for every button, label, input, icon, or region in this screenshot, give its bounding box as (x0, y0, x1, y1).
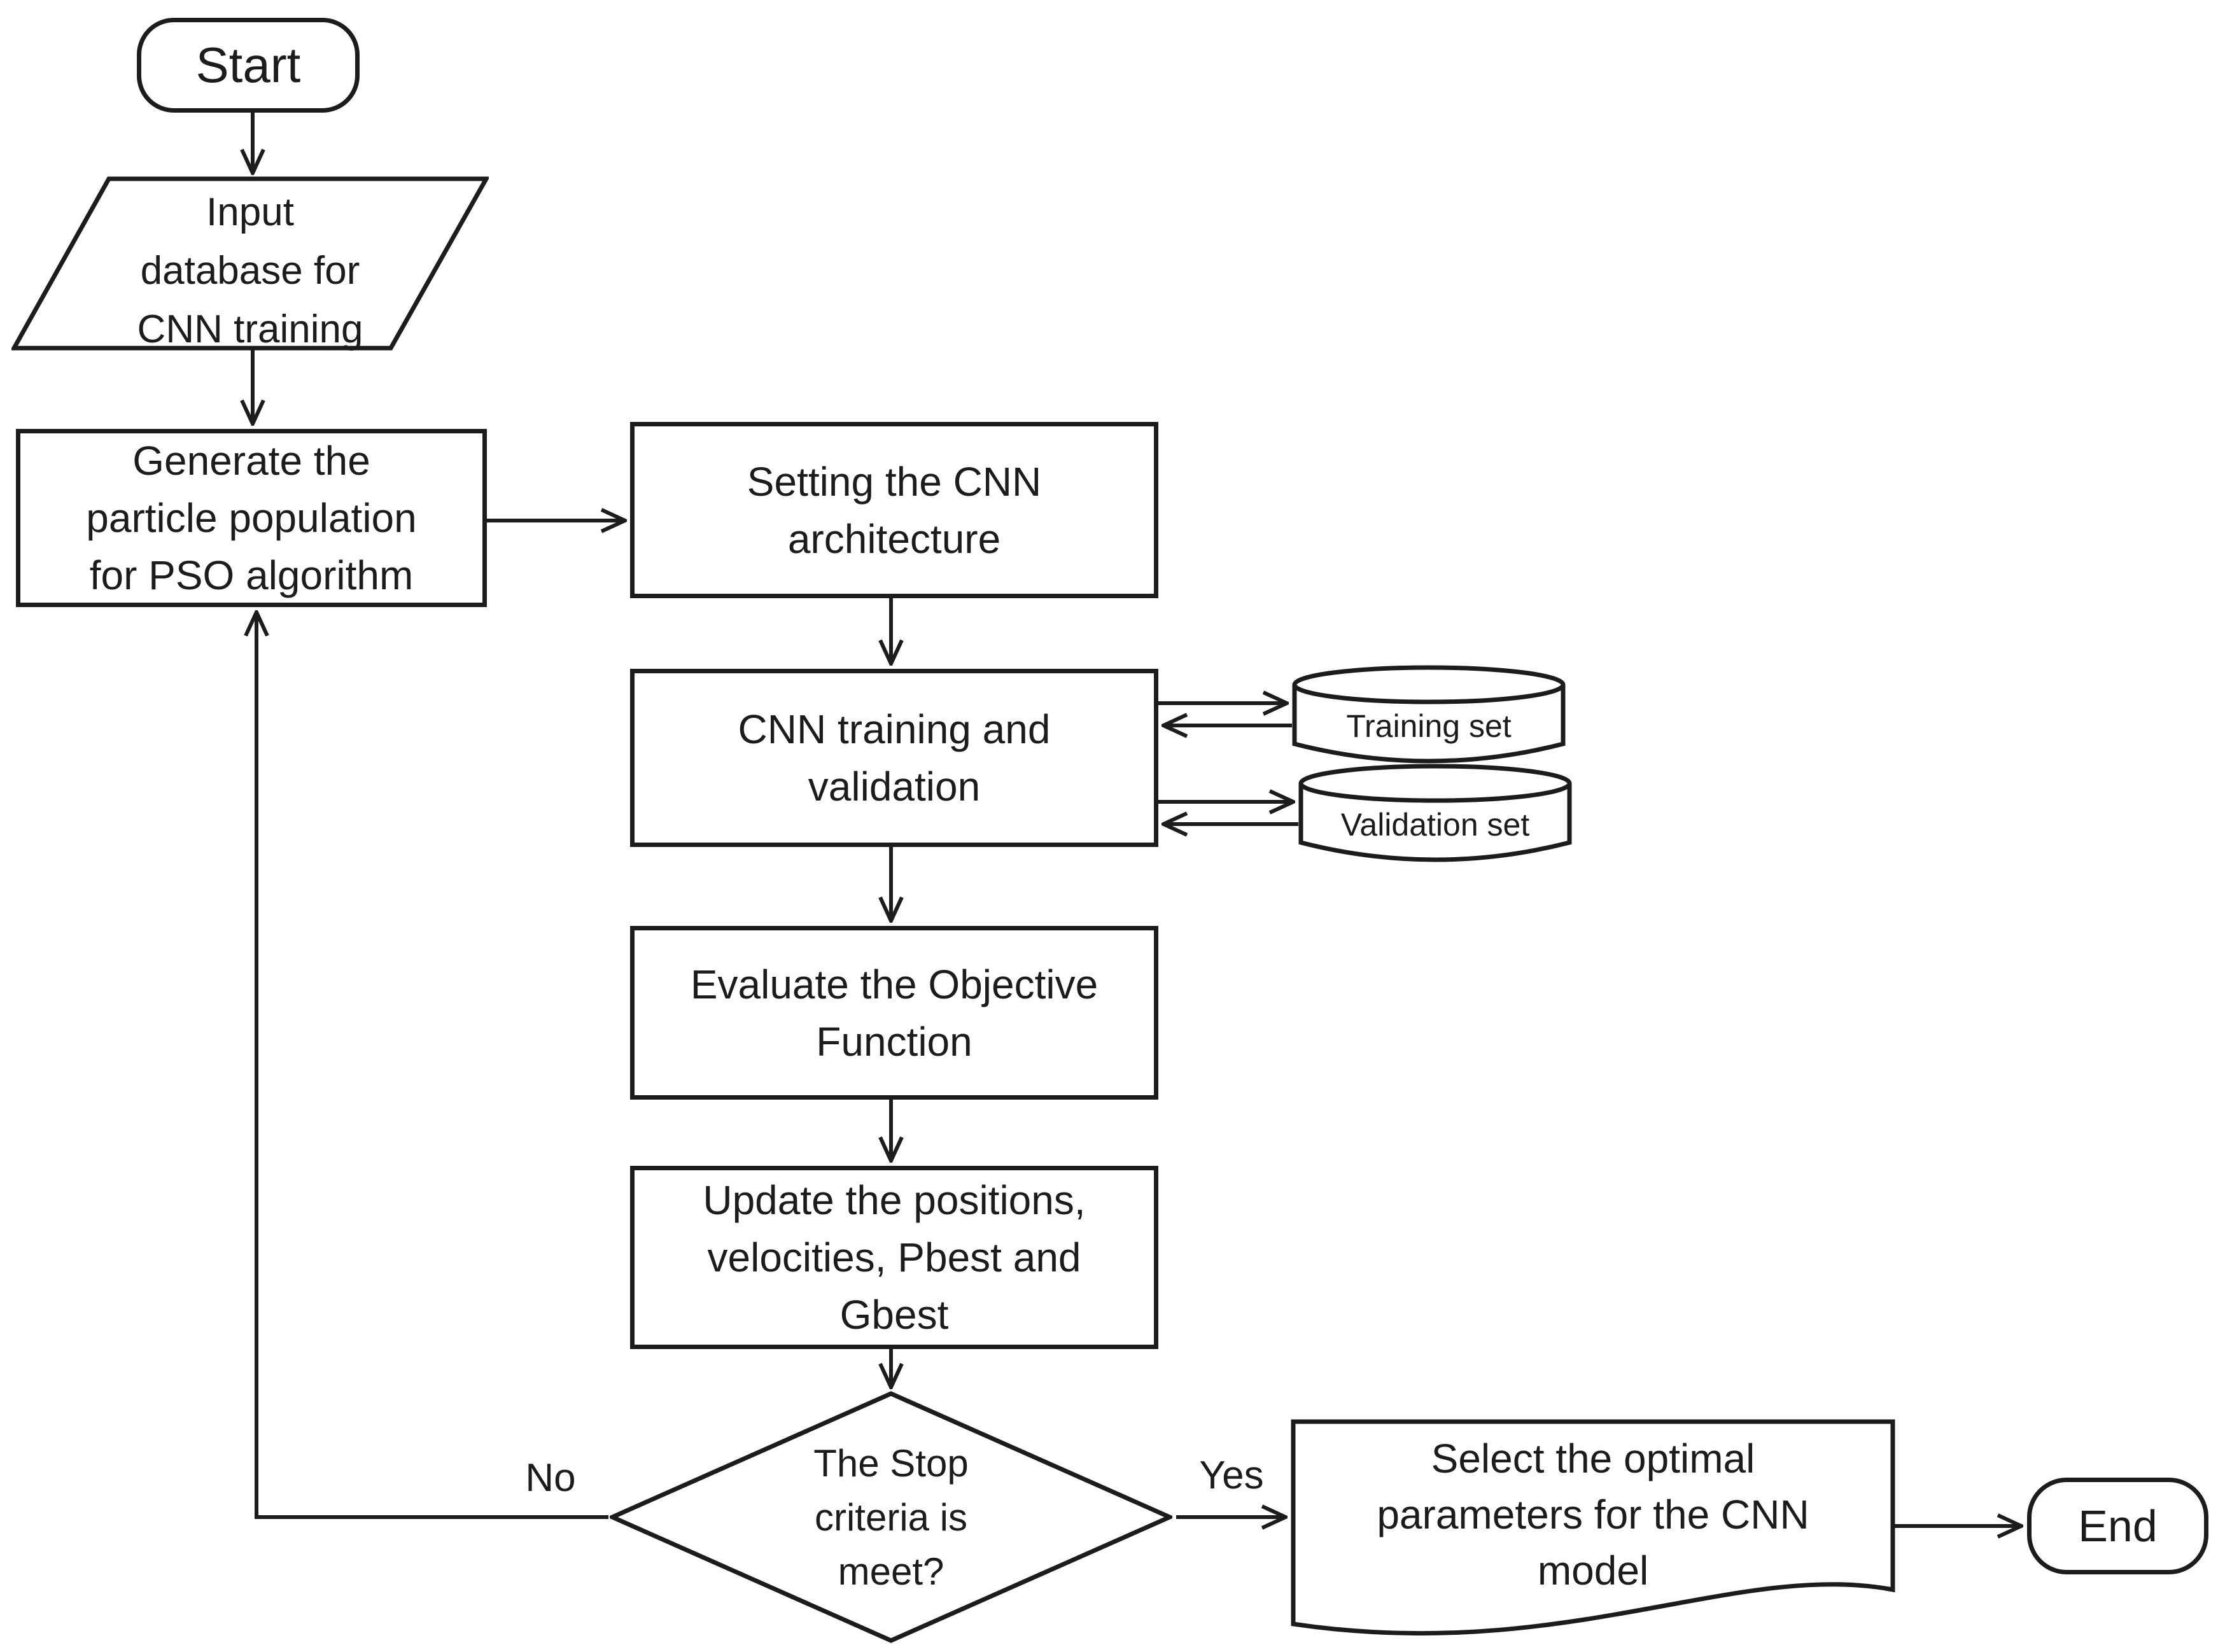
arrow-no-feedback (256, 612, 608, 1519)
stop-criteria-decision: The Stop criteria is meet? (610, 1391, 1172, 1643)
start-label: Start (141, 22, 355, 108)
cnn-training-node: CNN training and validation (630, 669, 1158, 847)
database-cylinder-shape (1292, 665, 1566, 764)
evaluate-objective-node: Evaluate the Objective Function (630, 926, 1158, 1100)
document-shape (1291, 1419, 1895, 1636)
select-parameters-node: Select the optimal parameters for the CN… (1291, 1419, 1895, 1651)
validation-set-cylinder: Validation set (1298, 764, 1572, 862)
decision-label-line: The Stop (813, 1441, 969, 1485)
validation-set-label: Validation set (1298, 787, 1572, 862)
decision-label-line: criteria is (814, 1495, 968, 1539)
input-label-line: CNN training (137, 307, 363, 351)
input-label-line: Input (206, 190, 294, 234)
select-label-line: Select the optimal (1431, 1436, 1755, 1481)
generate-label-line: particle population (86, 495, 417, 541)
cnn-training-label-line: CNN training and (738, 706, 1051, 752)
update-positions-label: Update the positions, velocities, Pbest … (635, 1170, 1154, 1345)
evaluate-label-line: Function (816, 1018, 972, 1065)
select-label-line: parameters for the CNN (1377, 1492, 1809, 1537)
start-label-line: Start (195, 37, 301, 93)
parallelogram-shape (11, 176, 489, 351)
select-label-line: model (1537, 1548, 1649, 1593)
input-database-label: Input database for CNN training (11, 176, 489, 358)
cnn-training-label-line: validation (808, 764, 981, 809)
end-label: End (2032, 1482, 2204, 1570)
generate-population-node: Generate the particle population for PSO… (16, 429, 487, 607)
setting-architecture-label: Setting the CNN architecture (635, 426, 1154, 594)
update-label-line: velocities, Pbest and (707, 1235, 1081, 1280)
generate-label-line: Generate the (132, 438, 370, 484)
yes-label: Yes (1199, 1453, 1264, 1497)
generate-population-label: Generate the particle population for PSO… (20, 433, 482, 603)
training-set-label-line: Training set (1346, 708, 1512, 744)
start-node: Start (137, 18, 360, 113)
setting-label-line: Setting the CNN (747, 458, 1042, 505)
cnn-training-label: CNN training and validation (635, 673, 1154, 843)
update-label-line: Update the positions, (703, 1177, 1086, 1223)
update-positions-node: Update the positions, velocities, Pbest … (630, 1166, 1158, 1349)
training-set-label: Training set (1292, 688, 1566, 764)
input-label-line: database for (140, 249, 360, 293)
end-label-line: End (2078, 1501, 2158, 1551)
diamond-shape (610, 1391, 1172, 1643)
setting-architecture-node: Setting the CNN architecture (630, 422, 1158, 598)
select-parameters-label: Select the optimal parameters for the CN… (1291, 1419, 1895, 1610)
stop-criteria-label: The Stop criteria is meet? (610, 1391, 1172, 1643)
no-label: No (525, 1455, 576, 1500)
training-set-cylinder: Training set (1292, 665, 1566, 764)
database-cylinder-shape (1298, 764, 1572, 862)
generate-label-line: for PSO algorithm (89, 552, 414, 598)
end-node: End (2027, 1478, 2208, 1574)
evaluate-label-line: Evaluate the Objective (690, 961, 1098, 1007)
setting-label-line: architecture (787, 515, 1001, 562)
update-label-line: Gbest (839, 1292, 949, 1338)
evaluate-objective-label: Evaluate the Objective Function (635, 930, 1154, 1095)
input-database-node: Input database for CNN training (11, 176, 489, 351)
decision-label-line: meet? (838, 1550, 944, 1593)
validation-set-label-line: Validation set (1340, 806, 1530, 843)
